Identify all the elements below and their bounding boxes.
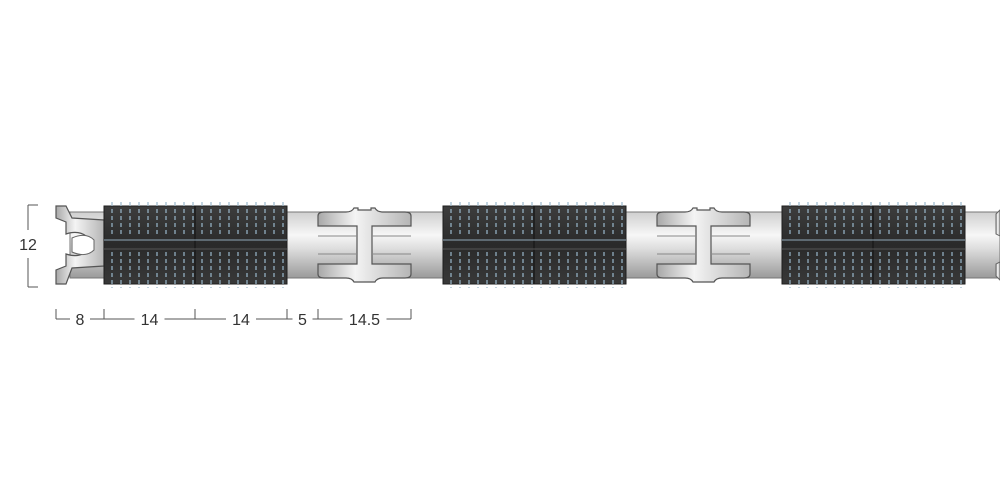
rubber-block (103, 202, 288, 288)
end-cap-slot (71, 234, 95, 256)
rubber-block (442, 202, 627, 288)
width-label: 14.5 (349, 312, 380, 329)
partial-spacer-right (995, 209, 1000, 281)
width-label: 14 (232, 312, 250, 329)
height-dimension: 12 (19, 204, 38, 288)
width-label: 5 (298, 312, 307, 329)
width-label: 14 (141, 312, 159, 329)
height-label: 12 (19, 237, 37, 254)
aluminum-spacer (656, 207, 751, 283)
aluminum-spacer (317, 207, 412, 283)
width-dimension: 8 14 14 5 14.5 (55, 309, 412, 329)
rubber-block (781, 202, 966, 288)
width-label: 8 (76, 312, 85, 329)
